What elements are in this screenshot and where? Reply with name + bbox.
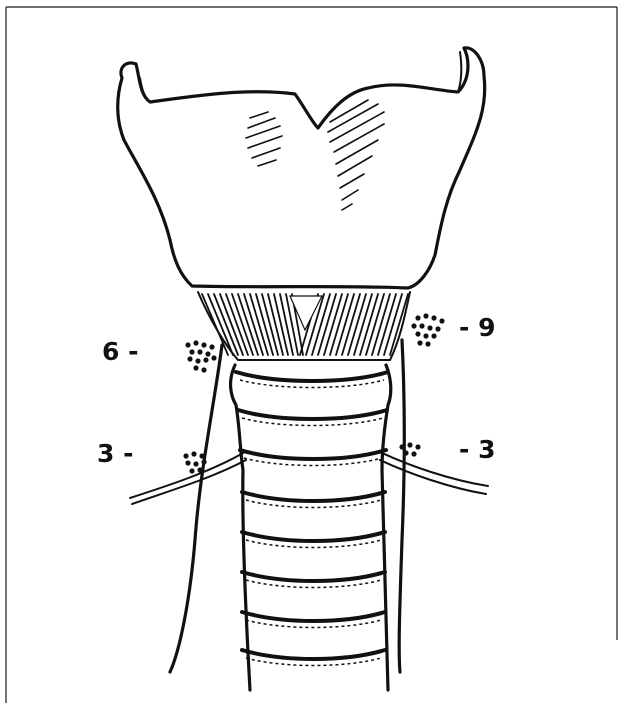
label-right-level-3: - 3 [459, 435, 495, 464]
lymph-node [195, 358, 200, 363]
lymph-node [209, 344, 214, 349]
lymph-node [185, 342, 190, 347]
lymph-node [417, 340, 422, 345]
lymph-node [415, 315, 420, 320]
lymph-node [193, 340, 198, 345]
lymph-node [193, 461, 198, 466]
lymph-node [423, 313, 428, 318]
lymph-node [431, 333, 436, 338]
label-level-6: 6 - [102, 337, 138, 366]
lymph-node [423, 333, 428, 338]
lymph-node [201, 367, 206, 372]
lymph-node [431, 315, 436, 320]
lymph-node [411, 451, 416, 456]
lymph-node [201, 342, 206, 347]
lymph-node [407, 442, 412, 447]
lymph-node [193, 365, 198, 370]
label-left-level-3: 3 - [97, 439, 133, 468]
cricothyroid-muscles [198, 292, 410, 360]
lymph-node [189, 349, 194, 354]
lymph-node [427, 325, 432, 330]
lymph-node [403, 450, 408, 455]
lymph-node [197, 467, 202, 472]
lymph-node [189, 468, 194, 473]
lymph-node [439, 318, 444, 323]
trachea [231, 365, 391, 690]
lymph-node [201, 459, 206, 464]
lymph-node [425, 341, 430, 346]
thyroid-cartilage [118, 48, 485, 288]
lymph-node [183, 453, 188, 458]
lymph-node [203, 357, 208, 362]
lymph-node-cluster-right-level-3 [399, 442, 420, 456]
lymph-node [411, 323, 416, 328]
lymph-node [185, 460, 190, 465]
lymph-node [197, 349, 202, 354]
lymph-node [191, 451, 196, 456]
lymph-node [211, 355, 216, 360]
lymph-node [187, 356, 192, 361]
lymph-node [415, 331, 420, 336]
lymph-node-cluster-level-6 [185, 340, 216, 372]
lymph-node [419, 323, 424, 328]
lymph-node [205, 351, 210, 356]
lymph-node [415, 444, 420, 449]
neck-muscle-outlines [170, 340, 404, 672]
lymph-node [435, 326, 440, 331]
label-level-9: - 9 [459, 313, 495, 342]
lymph-node-cluster-level-9 [411, 313, 444, 346]
lymph-node [399, 444, 404, 449]
lymph-node [199, 453, 204, 458]
